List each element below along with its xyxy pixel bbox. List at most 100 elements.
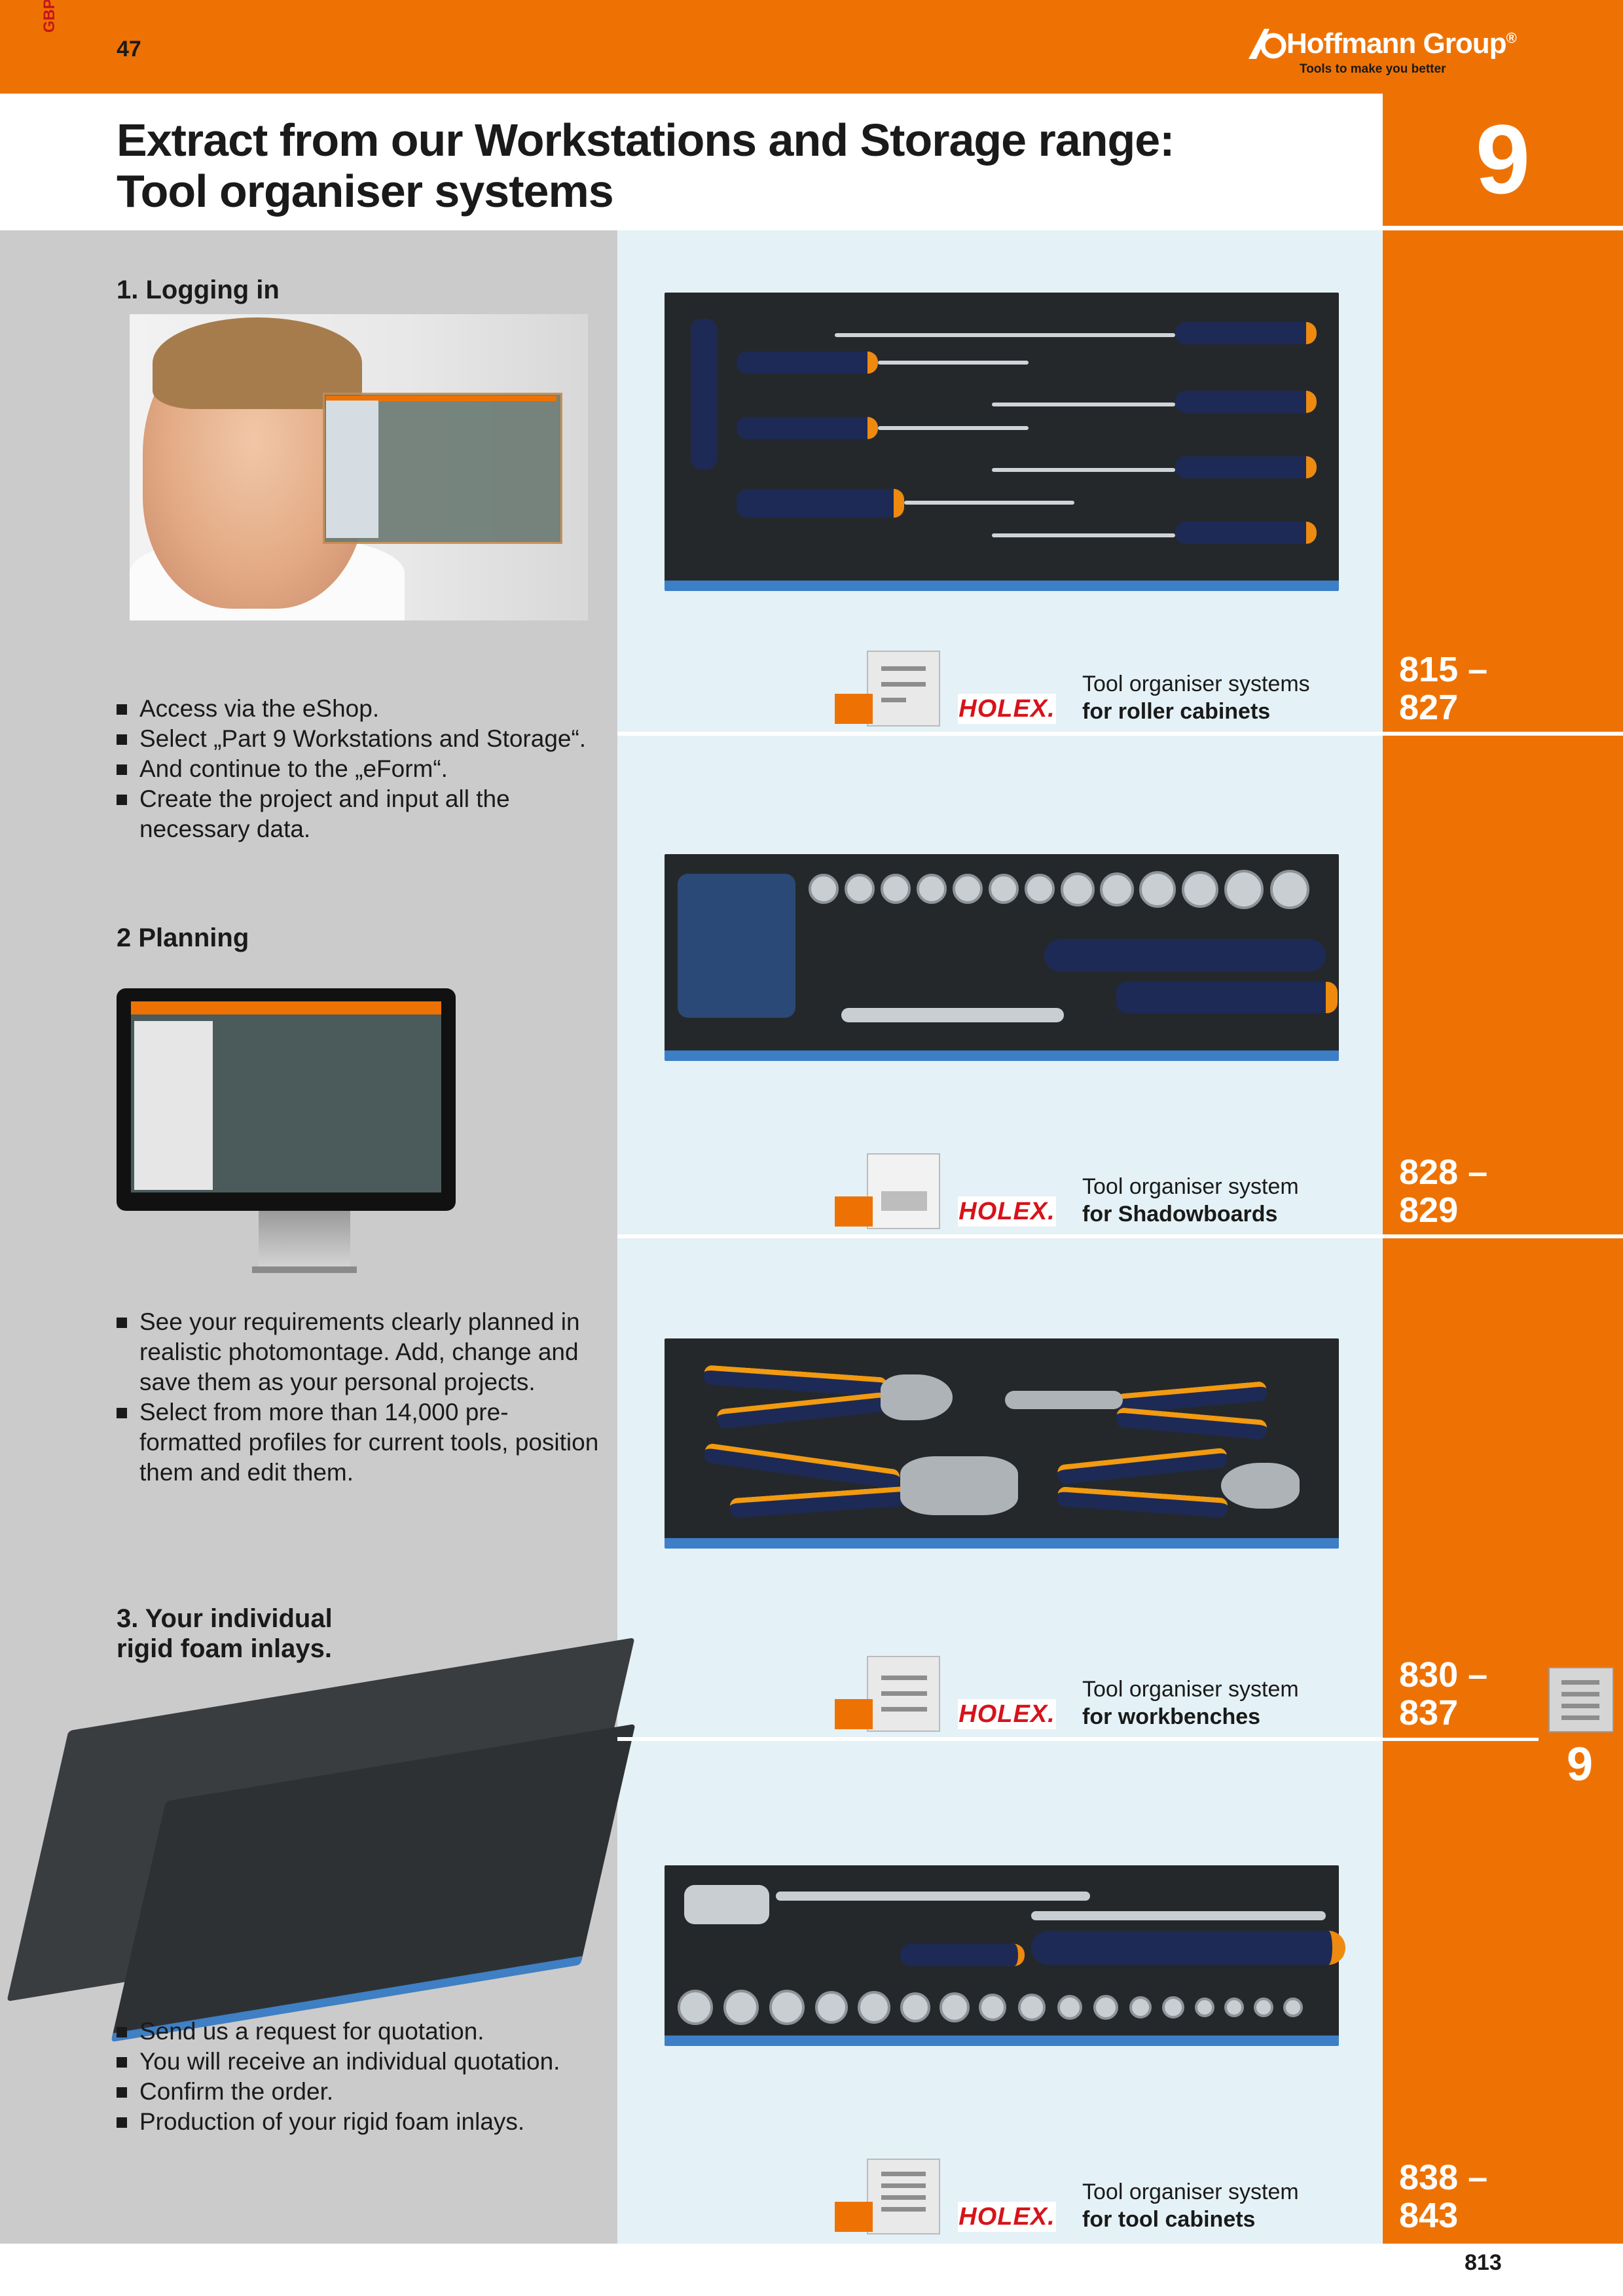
photo-screen-bar xyxy=(326,396,556,401)
row-divider xyxy=(617,1234,1383,1238)
row-divider xyxy=(1383,1234,1623,1238)
tool-shape xyxy=(900,1456,1018,1515)
page-number: 813 xyxy=(1465,2250,1502,2275)
tool-shape xyxy=(878,361,1029,365)
tool-shape xyxy=(1116,982,1338,1013)
tool-shape xyxy=(1175,456,1317,478)
side-tab-number: 9 xyxy=(1566,1738,1594,1791)
tool-shape xyxy=(1254,1998,1273,2017)
tool-shape xyxy=(835,333,1175,337)
tool-shape xyxy=(881,874,911,904)
tool-shape xyxy=(1044,939,1326,972)
bullet-item: And continue to the „eForm“. xyxy=(117,754,588,784)
page-range-1-start: 815 – xyxy=(1399,650,1488,689)
tool-shape xyxy=(904,501,1074,505)
screwdriver-tray-image xyxy=(665,293,1339,591)
top-bar xyxy=(0,0,1623,94)
tool-shape xyxy=(776,1892,1090,1901)
section3-heading-line1: 3. Your individual xyxy=(117,1604,333,1633)
tool-shape xyxy=(1283,1998,1303,2017)
tool-shape xyxy=(1224,870,1264,909)
tool-shape xyxy=(678,874,795,1018)
bullet-item: You will receive an individual quotation… xyxy=(117,2047,601,2077)
tool-shape xyxy=(1100,872,1134,906)
tool-shape xyxy=(1093,1995,1118,2020)
tool-shape xyxy=(1025,874,1055,904)
page-range-3: 830 – 837 xyxy=(1399,1656,1487,1732)
tool-shape xyxy=(841,1008,1064,1022)
tool-shape xyxy=(845,874,875,904)
row-divider xyxy=(617,1737,1383,1741)
tool-shape xyxy=(989,874,1019,904)
bullet-item: Select „Part 9 Workstations and Storage“… xyxy=(117,724,588,754)
hoffmann-logo-icon xyxy=(1249,29,1286,59)
tool-shape xyxy=(900,1944,1025,1966)
page-range-4: 838 – 843 xyxy=(1399,2159,1487,2234)
tool-shape xyxy=(1175,322,1317,344)
warning-triangle-icon xyxy=(835,694,873,724)
bullet-item: See your requirements clearly planned in… xyxy=(117,1307,601,1397)
page-range-3-start: 830 – xyxy=(1399,1655,1488,1695)
tool-shape xyxy=(881,1374,953,1420)
bullet-item: Select from more than 14,000 pre-formatt… xyxy=(117,1397,601,1488)
tool-shape xyxy=(809,874,839,904)
tool-shape xyxy=(1057,1447,1228,1485)
page-title-line2: Tool organiser systems xyxy=(117,166,614,217)
tool-shape xyxy=(1224,1998,1244,2017)
tool-shape xyxy=(729,1486,907,1518)
photo-screen-sidebar xyxy=(326,401,378,538)
monitor-stand xyxy=(259,1211,350,1273)
product-title-3: Tool organiser system for workbenches xyxy=(1082,1676,1299,1731)
tool-shape xyxy=(1162,1996,1184,2018)
tool-shape xyxy=(1195,1998,1214,2017)
tool-shape xyxy=(737,489,904,518)
tool-shape xyxy=(678,1990,713,2025)
section3-heading: 3. Your individual rigid foam inlays. xyxy=(117,1604,333,1664)
tool-shape xyxy=(1175,522,1317,544)
tool-shape xyxy=(858,1991,890,2024)
top-page-number: 47 xyxy=(117,37,141,62)
tool-shape xyxy=(1031,1931,1345,1965)
page-title-line1: Extract from our Workstations and Storag… xyxy=(117,115,1175,166)
login-photo xyxy=(130,314,588,620)
section2-bullets: See your requirements clearly planned in… xyxy=(117,1307,601,1488)
logo-tagline: Tools to make you better xyxy=(1300,62,1446,76)
page-range-2: 828 – 829 xyxy=(1399,1153,1487,1229)
tool-shape xyxy=(1129,1996,1152,2018)
product-title-3-line1: Tool organiser system xyxy=(1082,1677,1299,1702)
product-title-3-line2: for workbenches xyxy=(1082,1704,1261,1729)
tool-shape xyxy=(1270,870,1309,909)
holex-logo: HOLEX. xyxy=(958,2202,1056,2232)
side-code: GBP xyxy=(41,0,58,33)
tool-shape xyxy=(691,319,717,469)
tool-shape xyxy=(1018,1994,1046,2021)
tool-shape xyxy=(1057,1486,1228,1518)
cabinet-tab-icon[interactable] xyxy=(1548,1667,1614,1732)
page-range-1-end: 827 xyxy=(1399,688,1459,727)
product-title-1: Tool organiser systems for roller cabine… xyxy=(1082,670,1310,725)
bullet-item: Production of your rigid foam inlays. xyxy=(117,2107,601,2137)
product-title-4-line1: Tool organiser system xyxy=(1082,2179,1299,2204)
roller-cabinet-icon xyxy=(867,651,940,726)
tool-shape xyxy=(737,417,878,439)
tool-shape xyxy=(1057,1995,1082,2020)
tool-shape xyxy=(1182,871,1218,908)
row-divider xyxy=(617,732,1383,736)
product-title-2: Tool organiser system for Shadowboards xyxy=(1082,1173,1299,1228)
page-range-4-end: 843 xyxy=(1399,2196,1459,2235)
tool-shape xyxy=(1139,871,1176,908)
tool-shape xyxy=(703,1443,901,1490)
warning-triangle-icon xyxy=(835,1196,873,1227)
page-range-1: 815 – 827 xyxy=(1399,651,1487,726)
tool-shape xyxy=(737,351,878,374)
tool-shape xyxy=(1221,1463,1300,1509)
tool-shape xyxy=(1061,872,1095,906)
page-range-2-end: 829 xyxy=(1399,1191,1459,1230)
holex-logo: HOLEX. xyxy=(958,1699,1056,1729)
tool-shape xyxy=(979,1994,1006,2021)
page-range-3-end: 837 xyxy=(1399,1693,1459,1732)
tool-shape xyxy=(1005,1391,1123,1409)
bullet-item: Access via the eShop. xyxy=(117,694,588,724)
tool-shape xyxy=(917,874,947,904)
tool-shape xyxy=(1031,1911,1326,1920)
